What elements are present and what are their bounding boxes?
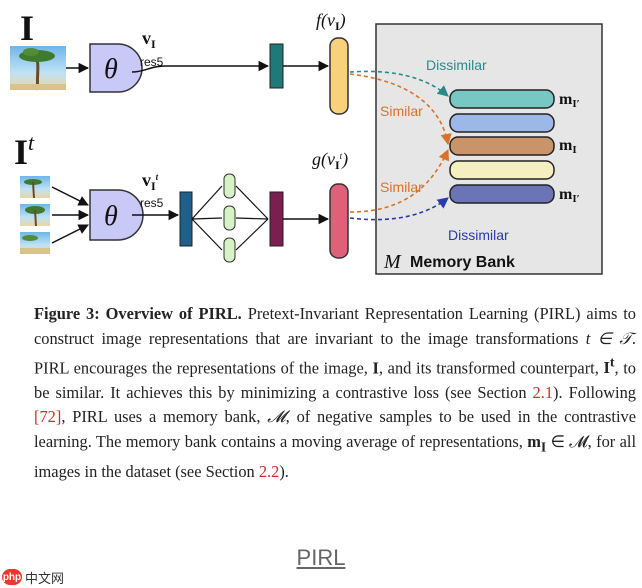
transformed-patch-1 <box>20 176 50 199</box>
proj-top <box>269 43 284 89</box>
transformed-patch-3 <box>20 232 50 254</box>
memory-label-top: mI′ <box>559 91 580 110</box>
arrow-top-to-proj <box>131 60 270 73</box>
res5-bottom: res5 <box>140 196 164 210</box>
section-link-2-2[interactable]: 2.2 <box>258 461 280 481</box>
caption-math: mI ∈ 𝓜 <box>527 431 588 455</box>
proj-bottom <box>269 191 284 247</box>
dissimilar-bottom-arrow <box>349 197 449 221</box>
mlp-node-2 <box>223 205 236 231</box>
transformed-patch-2 <box>20 204 50 227</box>
encoder-top-symbol: θ <box>104 54 118 85</box>
memory-slot-blue <box>449 113 555 133</box>
memory-label-mid: mI <box>559 137 577 156</box>
head-g <box>329 183 349 259</box>
caption-text: , PIRL uses a memory bank, <box>61 407 268 427</box>
memory-bank-title: Memory Bank <box>410 254 515 271</box>
memory-bank-symbol: M <box>383 251 402 273</box>
dissimilar-top-label: Dissimilar <box>426 57 487 73</box>
pirl-link[interactable]: PIRL <box>296 545 346 570</box>
dissimilar-top-arrow <box>349 70 449 97</box>
mlp <box>191 185 269 251</box>
caption-math: t ∈ 𝒯 <box>585 328 632 348</box>
res5-top: res5 <box>140 55 164 69</box>
caption-text: ). Following <box>553 382 636 402</box>
citation-link-72[interactable]: [72] <box>34 407 62 427</box>
head-g-label: g(vIt) <box>312 149 348 172</box>
caption-math: It <box>603 355 615 378</box>
site-watermark: php 中文网 <box>2 567 64 587</box>
arrow-patch1-encoder <box>51 186 89 206</box>
dissimilar-bottom-label: Dissimilar <box>448 227 509 243</box>
memory-label-bot: mI′ <box>559 186 580 205</box>
encoder-bottom <box>89 189 144 241</box>
footer: PIRL <box>0 545 642 571</box>
similar-top-label: Similar <box>380 103 423 119</box>
memory-slot-cream <box>449 160 555 180</box>
encoder-bottom-symbol: θ <box>104 201 118 232</box>
caption-text: , for all images in the dataset (see Sec… <box>34 431 637 481</box>
transformed-label: It <box>14 130 35 172</box>
caption-math: 𝓜 <box>267 407 286 427</box>
mlp-node-1 <box>223 173 236 199</box>
head-f-label: f(vI) <box>316 10 346 33</box>
res-bottom <box>179 191 193 247</box>
caption-math: I <box>372 358 379 378</box>
input-label: I <box>20 8 34 48</box>
caption-text: . PIRL encourages the representations of… <box>34 328 636 378</box>
php-logo-icon: php <box>2 569 22 585</box>
caption-title: Overview of PIRL. <box>105 304 242 323</box>
caption-text: , and its transformed counterpart, <box>378 358 604 378</box>
pirl-diagram: I It θ θ vI res5 vIt res5 f(vI) <box>10 8 603 275</box>
feature-bottom-label: vIt <box>142 170 159 193</box>
similar-bottom-arrow <box>349 148 449 213</box>
caption-text: , of negative samples to be used in the … <box>34 407 636 451</box>
memory-slot-navy <box>449 184 555 204</box>
memory-slot-brown <box>449 136 555 156</box>
head-f <box>329 37 349 115</box>
caption-text: , to be similar. It achieves this by min… <box>34 358 636 402</box>
caption-text: Pretext-Invariant Representation Learnin… <box>34 304 636 348</box>
input-image <box>10 46 66 91</box>
memory-slot-teal <box>449 89 555 109</box>
mlp-node-3 <box>223 237 236 263</box>
figure-caption: Figure 3: Overview of PIRL. Pretext-Inva… <box>34 302 636 484</box>
similar-bottom-label: Similar <box>380 179 423 195</box>
feature-top-label: vI <box>142 28 156 51</box>
arrow-patch3-encoder <box>51 224 89 244</box>
similar-top-arrow <box>349 73 452 146</box>
caption-text: ). <box>279 461 289 481</box>
caption-figure-number: Figure 3: <box>34 304 100 323</box>
section-link-2-1[interactable]: 2.1 <box>532 382 554 402</box>
watermark-text: 中文网 <box>25 570 65 586</box>
